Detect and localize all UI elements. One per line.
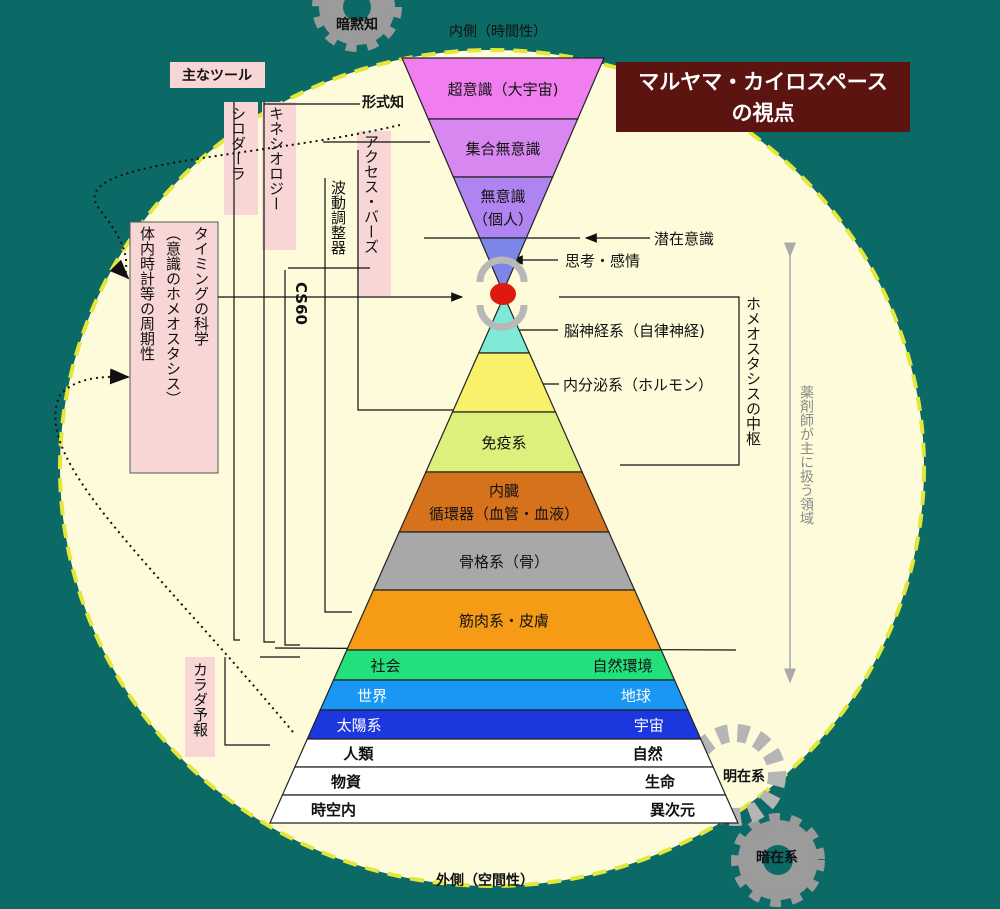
tools-heading: 主なツール <box>182 67 252 84</box>
hub-red-dot <box>490 283 516 305</box>
base-band-2 <box>269 794 739 824</box>
tool-wave-adjuster: 波動調整器 <box>329 180 347 255</box>
tool-timing-science: タイミングの科学 <box>192 226 210 346</box>
pyramid-band-label-4: 骨格系（骨） <box>459 553 549 571</box>
pyramid-band-3 <box>398 471 610 533</box>
earth-band-right-0: 自然環境 <box>593 657 653 675</box>
base-band-right-2: 異次元 <box>650 801 695 819</box>
tool-box-timing <box>129 221 219 474</box>
tool-access-bars: アクセス・バーズ <box>362 134 380 254</box>
earth-band-left-2: 太陽系 <box>337 717 382 735</box>
pyramid-band-label-2: 免疫系 <box>481 434 526 452</box>
explicate-label: 明在系 <box>723 768 765 785</box>
tool-consciousness-homeostasis: （意識のホメオスタシス） <box>164 226 182 406</box>
title-line1: マルヤマ・カイロスペース <box>638 70 887 94</box>
base-band-left-0: 人類 <box>343 745 374 763</box>
inner-label: 内側（時間性） <box>449 24 547 40</box>
thought-emotion-label: 思考・感情 <box>565 252 640 270</box>
base-band-left-1: 物資 <box>331 773 361 791</box>
dotted-arrow-top <box>93 124 401 280</box>
tool-body-clock: 体内時計等の周期性 <box>138 226 156 361</box>
tacit-knowledge-label: 暗黙知 <box>336 16 378 33</box>
tool-box-body-forecast <box>185 657 215 757</box>
tools-heading-box <box>170 62 265 88</box>
funnel-band-label-2: 無意識 <box>480 188 525 206</box>
brain-nervous-label: 脳神経系（自律神経) <box>564 322 705 340</box>
tool-kinesiology: キネシオロジー <box>267 106 285 211</box>
endocrine-label: 内分泌系（ホルモン） <box>563 376 713 394</box>
tool-body-forecast: カラダ予報 <box>191 662 209 737</box>
earth-band-left-0: 社会 <box>370 657 400 675</box>
title-box: マルヤマ・カイロスペース の視点 <box>616 62 910 132</box>
funnel-band-sublabel-2: （個人） <box>473 211 533 229</box>
tool-box-kinesiology <box>262 102 296 250</box>
outer-label: 外側（空間性） <box>436 872 534 889</box>
implicate-label: 暗在系 <box>756 849 798 866</box>
pyramid-band-sublabel-3: 循環器（血管・血液） <box>429 505 579 523</box>
base-band-left-2: 時空内 <box>311 801 356 819</box>
formal-knowledge-label: 形式知 <box>362 94 404 111</box>
funnel-band-label-0: 超意識（大宇宙) <box>448 81 559 99</box>
tool-box-shirodhara <box>224 102 258 215</box>
latent-consciousness-label: 潜在意識 <box>654 230 714 248</box>
base-band-right-0: 自然 <box>633 745 663 763</box>
gear-icon-bottom-right <box>731 813 825 907</box>
homeostasis-center-label: ホメオスタシスの中枢 <box>744 296 762 446</box>
tool-cs60: CS60 <box>292 282 310 325</box>
pyramid-band-label-3: 内臓 <box>489 482 519 500</box>
earth-band-left-1: 世界 <box>357 687 387 705</box>
base-band-right-1: 生命 <box>645 773 676 791</box>
pharmacist-domain-label: 薬剤師が主に扱う領域 <box>798 385 814 525</box>
homeostasis-hub <box>476 256 528 331</box>
title-line2: の視点 <box>732 101 795 125</box>
gear-icon-top-left <box>312 0 402 52</box>
pyramid-band-label-5: 筋肉系・皮膚 <box>459 612 549 630</box>
earth-band-right-1: 地球 <box>621 687 651 705</box>
funnel-band-label-1: 集合無意識 <box>465 140 540 158</box>
tool-shirodhara: シロダーラ <box>229 106 247 181</box>
earth-band-right-2: 宇宙 <box>634 717 664 735</box>
